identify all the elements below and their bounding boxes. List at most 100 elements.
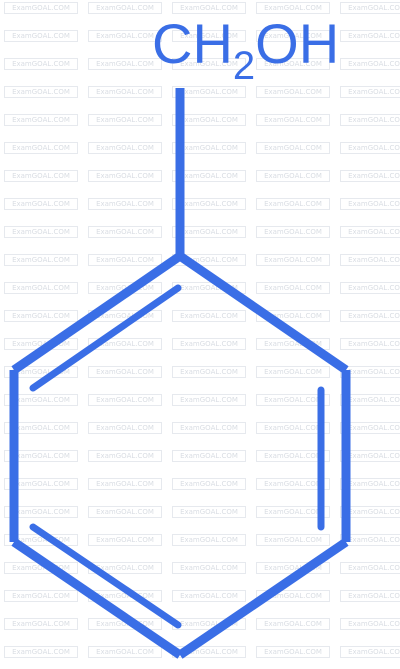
- watermark-tile: ExamGOAL.COM: [340, 478, 400, 490]
- watermark-tile: ExamGOAL.COM: [340, 142, 400, 154]
- watermark-tile: ExamGOAL.COM: [4, 590, 78, 602]
- watermark-tile: ExamGOAL.COM: [256, 58, 330, 70]
- benzene-ring: [9, 252, 351, 659]
- watermark-tile: ExamGOAL.COM: [4, 618, 78, 630]
- watermark-tile: ExamGOAL.COM: [340, 646, 400, 658]
- watermark-tile: ExamGOAL.COM: [4, 310, 78, 322]
- watermark-tile: ExamGOAL.COM: [256, 618, 330, 630]
- watermark-tile: ExamGOAL.COM: [340, 30, 400, 42]
- subscript-2: 2: [233, 44, 255, 88]
- watermark-tile: ExamGOAL.COM: [88, 422, 162, 434]
- watermark-tile: ExamGOAL.COM: [88, 142, 162, 154]
- watermark-tile: ExamGOAL.COM: [340, 58, 400, 70]
- watermark-tile: ExamGOAL.COM: [256, 86, 330, 98]
- watermark-tile: ExamGOAL.COM: [172, 170, 246, 182]
- watermark-tile: ExamGOAL.COM: [88, 394, 162, 406]
- watermark-tile: ExamGOAL.COM: [4, 646, 78, 658]
- watermark-tile: ExamGOAL.COM: [256, 114, 330, 126]
- watermark-tile: ExamGOAL.COM: [256, 30, 330, 42]
- watermark-tile: ExamGOAL.COM: [340, 282, 400, 294]
- watermark-tile: ExamGOAL.COM: [172, 394, 246, 406]
- watermark-tile: ExamGOAL.COM: [172, 30, 246, 42]
- watermark-tile: ExamGOAL.COM: [172, 478, 246, 490]
- watermark-tile: ExamGOAL.COM: [172, 86, 246, 98]
- watermark-tile: ExamGOAL.COM: [340, 422, 400, 434]
- watermark-tile: ExamGOAL.COM: [172, 366, 246, 378]
- watermark-tile: ExamGOAL.COM: [256, 450, 330, 462]
- watermark-tile: ExamGOAL.COM: [4, 366, 78, 378]
- watermark-tile: ExamGOAL.COM: [88, 114, 162, 126]
- oh-text: OH: [255, 12, 339, 75]
- watermark-tile: ExamGOAL.COM: [4, 394, 78, 406]
- watermark-tile: ExamGOAL.COM: [88, 30, 162, 42]
- watermark-tile: ExamGOAL.COM: [172, 226, 246, 238]
- watermark-tile: ExamGOAL.COM: [4, 114, 78, 126]
- watermark-tile: ExamGOAL.COM: [172, 562, 246, 574]
- watermark-tile: ExamGOAL.COM: [4, 226, 78, 238]
- watermark-tile: ExamGOAL.COM: [340, 562, 400, 574]
- bond-c1-c2: [177, 252, 349, 374]
- watermark-tile: ExamGOAL.COM: [172, 338, 246, 350]
- watermark-tile: ExamGOAL.COM: [4, 478, 78, 490]
- watermark-tile: ExamGOAL.COM: [256, 226, 330, 238]
- watermark-tile: ExamGOAL.COM: [340, 618, 400, 630]
- watermark-tile: ExamGOAL.COM: [340, 2, 400, 14]
- watermark-tile: ExamGOAL.COM: [4, 282, 78, 294]
- watermark-tile: ExamGOAL.COM: [172, 142, 246, 154]
- watermark-tile: ExamGOAL.COM: [4, 142, 78, 154]
- watermark-tile: ExamGOAL.COM: [256, 310, 330, 322]
- watermark-tile: ExamGOAL.COM: [4, 506, 78, 518]
- watermark-tile: ExamGOAL.COM: [4, 198, 78, 210]
- watermark-tile: ExamGOAL.COM: [172, 2, 246, 14]
- watermark-tile: ExamGOAL.COM: [256, 366, 330, 378]
- double-bond-inner-c1-c6: [29, 284, 182, 392]
- watermark-tile: ExamGOAL.COM: [340, 506, 400, 518]
- watermark-tile: ExamGOAL.COM: [4, 30, 78, 42]
- watermark-tile: ExamGOAL.COM: [340, 114, 400, 126]
- watermark-tile: ExamGOAL.COM: [88, 198, 162, 210]
- watermark-tile: ExamGOAL.COM: [256, 590, 330, 602]
- watermark-tile: ExamGOAL.COM: [340, 534, 400, 546]
- watermark-tile: ExamGOAL.COM: [340, 394, 400, 406]
- watermark-tile: ExamGOAL.COM: [88, 338, 162, 350]
- watermark-tile: ExamGOAL.COM: [88, 506, 162, 518]
- watermark-tile: ExamGOAL.COM: [340, 86, 400, 98]
- watermark-tile: ExamGOAL.COM: [340, 338, 400, 350]
- watermark-tile: ExamGOAL.COM: [4, 450, 78, 462]
- watermark-tile: ExamGOAL.COM: [256, 170, 330, 182]
- watermark-tile: ExamGOAL.COM: [4, 422, 78, 434]
- watermark-tile: ExamGOAL.COM: [256, 478, 330, 490]
- watermark-tile: ExamGOAL.COM: [172, 450, 246, 462]
- watermark-tile: ExamGOAL.COM: [88, 646, 162, 658]
- watermark-tile: ExamGOAL.COM: [4, 2, 78, 14]
- watermark-tile: ExamGOAL.COM: [4, 170, 78, 182]
- watermark-tile: ExamGOAL.COM: [340, 450, 400, 462]
- watermark-tile: ExamGOAL.COM: [88, 450, 162, 462]
- watermark-tile: ExamGOAL.COM: [172, 422, 246, 434]
- watermark-tile: ExamGOAL.COM: [172, 310, 246, 322]
- watermark-tile: ExamGOAL.COM: [4, 254, 78, 266]
- watermark-tile: ExamGOAL.COM: [256, 422, 330, 434]
- watermark-tile: ExamGOAL.COM: [256, 646, 330, 658]
- watermark-tile: ExamGOAL.COM: [4, 58, 78, 70]
- watermark-tile: ExamGOAL.COM: [172, 534, 246, 546]
- watermark-tile: ExamGOAL.COM: [256, 254, 330, 266]
- watermark-tile: ExamGOAL.COM: [340, 310, 400, 322]
- double-bond-inner-c4-c5: [29, 523, 182, 629]
- watermark-tile: ExamGOAL.COM: [256, 394, 330, 406]
- substituent-label: CH2OH: [152, 12, 339, 88]
- watermark-tile: ExamGOAL.COM: [256, 198, 330, 210]
- bond-c3-c4: [177, 538, 349, 659]
- bond-c6-c1: [11, 252, 183, 374]
- watermark-tile: ExamGOAL.COM: [88, 534, 162, 546]
- watermark-tile: ExamGOAL.COM: [340, 226, 400, 238]
- watermark-tile: ExamGOAL.COM: [88, 254, 162, 266]
- watermark-tile: ExamGOAL.COM: [88, 366, 162, 378]
- watermark-tile: ExamGOAL.COM: [340, 366, 400, 378]
- watermark-tile: ExamGOAL.COM: [172, 506, 246, 518]
- watermark-tile: ExamGOAL.COM: [256, 2, 330, 14]
- bond-c4-c5: [11, 538, 183, 659]
- watermark-tile: ExamGOAL.COM: [88, 2, 162, 14]
- watermark-tile: ExamGOAL.COM: [256, 534, 330, 546]
- watermark-tile: ExamGOAL.COM: [340, 170, 400, 182]
